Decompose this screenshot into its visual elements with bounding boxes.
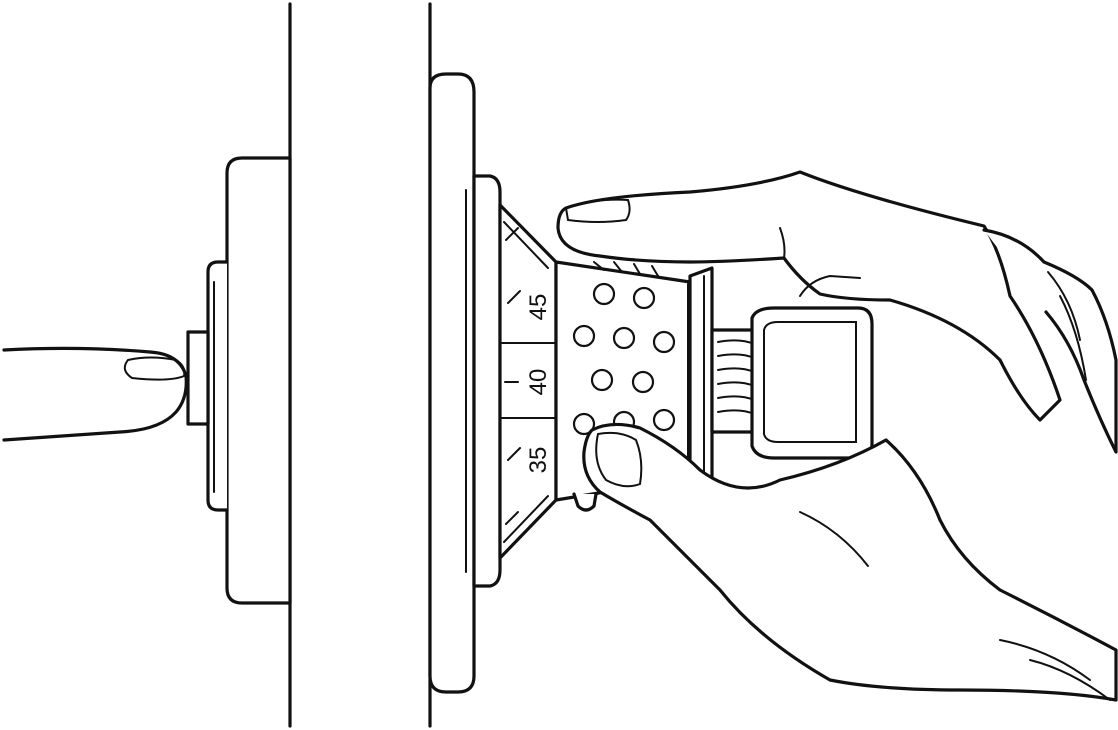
inner-rosette (186, 156, 292, 605)
scale-tick-35 (507, 447, 521, 461)
scale-tick-top (505, 227, 519, 241)
outer-rosette (428, 72, 502, 694)
sleeve-hole (652, 408, 676, 432)
sleeve-hole (632, 286, 656, 310)
hand-thumb (582, 422, 1118, 702)
outer-rosette-plate (428, 72, 476, 694)
hand-back-fingers (982, 228, 1118, 454)
index-fingernail (564, 198, 631, 223)
sleeve-hole (631, 370, 655, 394)
finger-outline (2, 346, 188, 442)
sleeve-hole (572, 324, 596, 348)
scale-label-45: 45 (525, 294, 552, 321)
sleeve-top-ridges (593, 261, 659, 277)
neck-flange (688, 266, 714, 488)
sleeve-bottom-tab (572, 492, 598, 512)
sleeve-hole (612, 326, 636, 350)
scale-tick-45 (507, 290, 521, 304)
left-hand-finger (2, 346, 188, 442)
inner-rosette-boss (206, 260, 229, 512)
knuckle-lines (1047, 271, 1087, 381)
scale-label-35: 35 (525, 447, 552, 474)
sleeve-hole (592, 282, 616, 306)
cone-inner-edge-top (503, 221, 549, 269)
fingernail (123, 356, 186, 381)
knob-neck (688, 266, 762, 488)
sleeve-hole (590, 368, 614, 392)
palm-crease-2 (999, 639, 1091, 681)
sleeve-holes (572, 282, 676, 436)
cone-inner-edge-bottom (503, 495, 549, 543)
outer-rosette-collar (472, 174, 502, 588)
neck-spring-coils (717, 339, 755, 415)
door-knob (750, 306, 874, 460)
hand-top-finger (556, 170, 1062, 422)
sleeve-hole (652, 330, 676, 354)
scale-tick-bottom (505, 511, 519, 525)
thumb-nail (595, 431, 643, 488)
palm-crease-1 (799, 511, 869, 567)
middle-finger-under-knob (799, 274, 861, 297)
door-leaf (288, 2, 432, 728)
wrist-line (1029, 659, 1111, 701)
index-finger-crease (779, 227, 786, 259)
scale-label-40: 40 (525, 369, 552, 396)
adjustment-cone: 45 40 35 (498, 203, 558, 560)
knob-inner-face (763, 321, 857, 443)
sleeve-hole (572, 412, 596, 436)
inner-rosette-plate (225, 156, 292, 605)
right-hand (556, 170, 1118, 702)
knob-body (750, 306, 874, 460)
inner-spindle-button (186, 330, 210, 426)
